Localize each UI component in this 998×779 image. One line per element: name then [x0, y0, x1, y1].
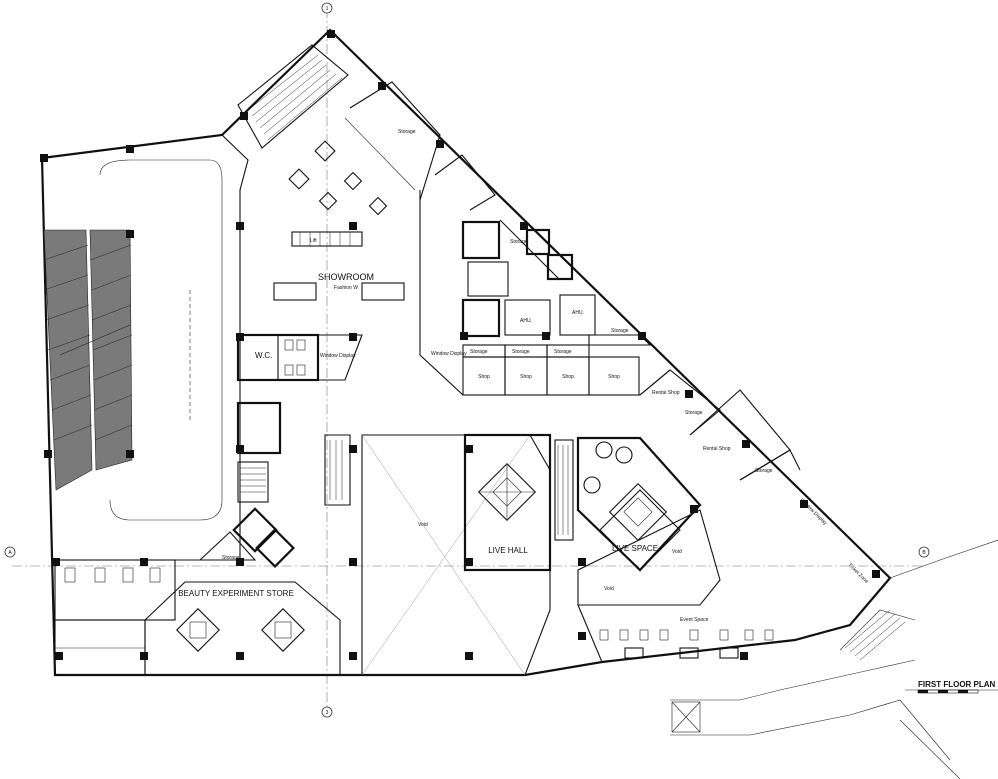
shop-2-label: Shop — [520, 374, 532, 380]
window-display-mid: Window Display — [431, 351, 467, 357]
event-space — [577, 604, 851, 663]
drawing-title: FIRST FLOOR PLAN — [918, 680, 996, 689]
live-hall — [463, 433, 552, 572]
ahu-2-label: AHU. — [572, 310, 584, 316]
shops-row — [462, 334, 652, 396]
shop-3-label: Shop — [562, 374, 574, 380]
svg-text:B: B — [922, 550, 926, 556]
escalators-mid — [554, 439, 574, 541]
grid-marker-left: A — [4, 546, 16, 558]
structural-columns — [40, 30, 880, 660]
ticket-label: Ticket Zone — [847, 562, 870, 585]
live-space — [576, 436, 721, 606]
storage-beauty-label: Storage — [222, 555, 240, 561]
void-left-label: Void — [418, 522, 428, 528]
fashion-label: Fashion W — [334, 285, 358, 291]
scale-bar — [917, 689, 979, 694]
live-space-label: LIVE SPACE — [612, 544, 658, 553]
parking-ramp-area — [41, 134, 249, 561]
grid-lines — [12, 8, 922, 712]
ahu-1-label: AHU. — [520, 318, 532, 324]
svg-text:A: A — [8, 550, 12, 556]
svg-text:1: 1 — [326, 6, 329, 12]
beauty-table-1 — [176, 608, 220, 652]
beauty-store-label: BEAUTY EXPERIMENT STORE — [178, 589, 294, 598]
storage-1-label: Storage — [470, 349, 488, 355]
void-bottom-label: Void — [604, 586, 614, 592]
storage-strip-top — [344, 81, 441, 201]
storage-6-label: Storage — [755, 468, 773, 474]
storage-5-label: Storage — [685, 410, 703, 416]
storage-2-label: Storage — [512, 349, 530, 355]
svg-text:3: 3 — [326, 710, 329, 716]
grid-marker-top: 1 — [321, 2, 333, 14]
escalators-top — [237, 44, 349, 149]
right-core — [419, 154, 671, 396]
storage-top-label: Storage — [398, 129, 416, 135]
parking-stalls — [54, 559, 176, 676]
central-void — [324, 434, 551, 676]
shop-1-label: Shop — [478, 374, 490, 380]
storage-3-label: Storage — [554, 349, 572, 355]
storage-core-label: Storage — [510, 239, 528, 245]
window-display-left: Window Display — [320, 353, 356, 359]
ramp-2 — [89, 229, 133, 471]
rental-shop-1-label: Rental Shop — [652, 390, 680, 396]
beauty-store — [144, 531, 341, 676]
showroom-label: SHOWROOM — [318, 272, 374, 282]
grid-marker-right: B — [918, 546, 930, 558]
lift-label: Lift — [310, 238, 317, 244]
showroom-displays — [273, 140, 405, 301]
event-space-label: Event Space — [680, 617, 709, 623]
wc-block — [236, 333, 363, 503]
ramp-1 — [43, 229, 93, 491]
beauty-table-2 — [261, 608, 305, 652]
left-core — [232, 507, 295, 568]
grid-marker-bottom: 3 — [321, 706, 333, 718]
void-right-label: Void — [672, 549, 682, 555]
rental-shops — [639, 369, 801, 481]
wc-label: W.C. — [255, 351, 272, 360]
live-hall-label: LIVE HALL — [488, 546, 528, 555]
shop-4-label: Shop — [608, 374, 620, 380]
storage-4-label: Storage — [611, 328, 629, 334]
rental-shop-2-label: Rental Shop — [703, 446, 731, 452]
